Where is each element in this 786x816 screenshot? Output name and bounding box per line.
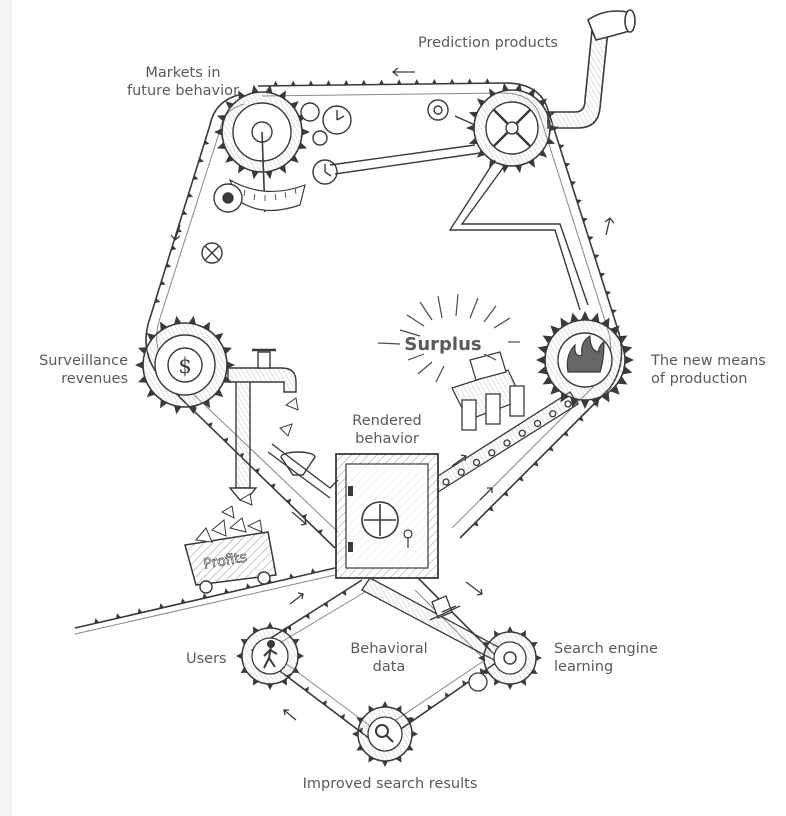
extraction-machine (452, 352, 524, 430)
users-label: Users (186, 650, 227, 668)
surplus-label: Surplus (404, 334, 481, 355)
users-gear (236, 622, 304, 690)
markets-label: Markets in future behavior (108, 64, 258, 100)
funnel (268, 444, 338, 498)
behavioral-data-label: Behavioral data (344, 640, 434, 676)
output-pipe (548, 10, 635, 128)
search-engine-learning-label: Search engine learning (554, 640, 658, 676)
belt-teeth (94, 78, 617, 734)
improved-results-gear (352, 701, 418, 767)
rendered-behavior-label: Rendered behavior (340, 412, 434, 448)
search-engine-gear (469, 626, 542, 691)
profits-cart: Profits (185, 506, 276, 593)
surveillance-revenues-label: Surveillance revenues (20, 352, 128, 388)
prediction-gear (466, 83, 558, 174)
dollar-icon: $ (178, 354, 191, 378)
new-means-gear (536, 311, 634, 409)
new-means-label: The new means of production (651, 352, 766, 388)
rendered-behavior-safe (336, 454, 438, 578)
surveillance-gear: $ (135, 316, 235, 414)
improved-search-results-label: Improved search results (290, 775, 490, 793)
prediction-products-label: Prediction products (418, 34, 558, 52)
